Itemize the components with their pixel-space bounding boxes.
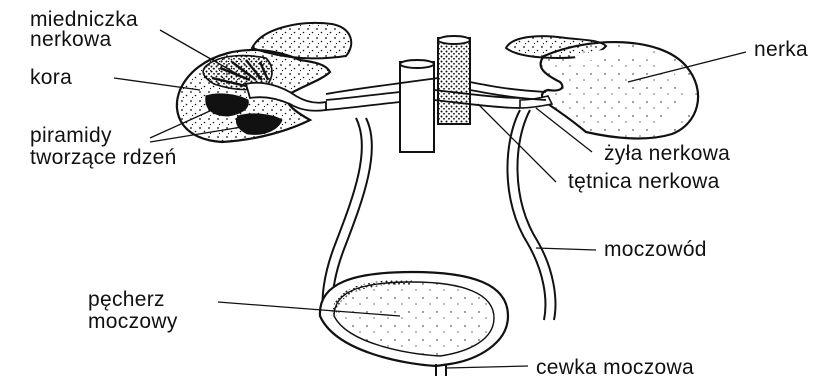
right-ureter (507, 110, 545, 320)
label-bladder-line2: moczowy (88, 310, 178, 333)
aorta (438, 36, 470, 124)
label-cortex: kora (30, 66, 72, 89)
left-kidney (177, 23, 351, 142)
bladder (320, 272, 508, 366)
label-ureter: moczowód (604, 238, 707, 261)
right-kidney (506, 36, 698, 138)
label-renal-vein: żyła nerkowa (604, 142, 730, 165)
label-pyramids-line2: tworzące rdzeń (30, 146, 177, 169)
vena-cava (400, 60, 434, 152)
label-kidney: nerka (754, 38, 808, 61)
label-renal-artery: tętnica nerkowa (568, 170, 720, 193)
label-urethra: cewka moczowa (536, 356, 694, 379)
label-renal-pelvis-line2: nerkowa (30, 28, 111, 51)
renal-vessels (326, 78, 546, 110)
label-bladder-line1: pęcherz (88, 288, 165, 311)
label-pyramids-line1: piramidy (30, 124, 112, 147)
